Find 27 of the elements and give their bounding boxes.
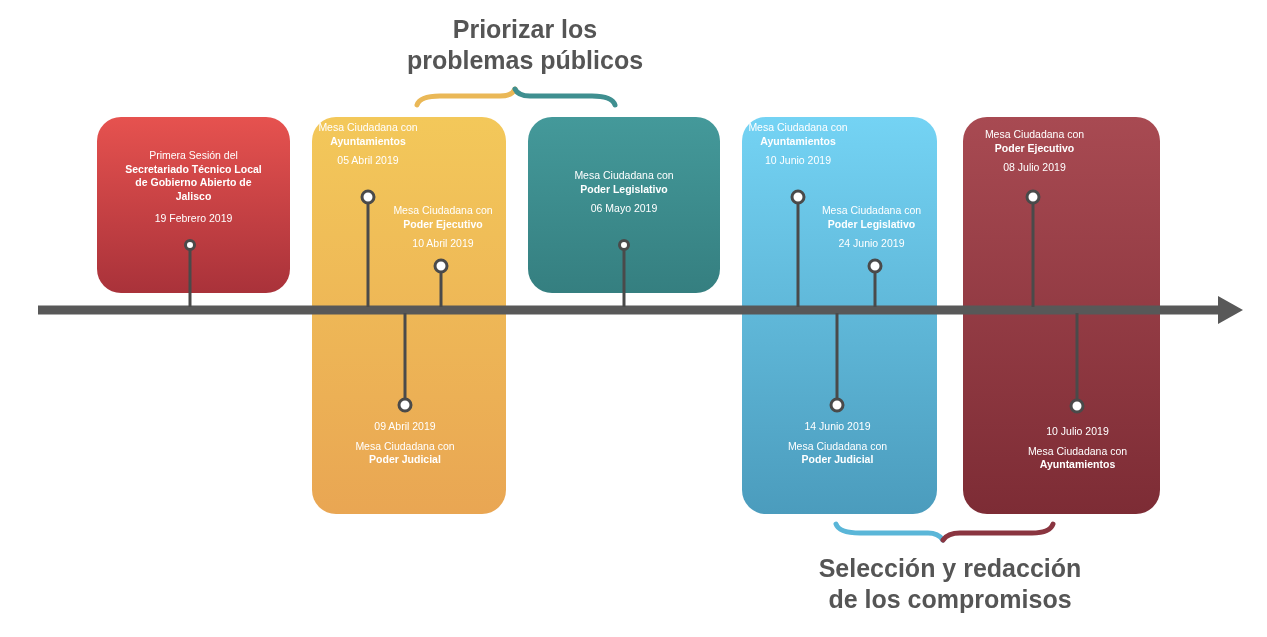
timeline-panel <box>528 117 720 293</box>
event-description: Mesa Ciudadana con Ayuntamientos <box>747 121 849 149</box>
section-heading: Selección y redacción de los compromisos <box>817 553 1083 616</box>
timeline-panel <box>963 117 1160 514</box>
event-description: Mesa Ciudadana con Ayuntamientos <box>317 121 419 149</box>
timeline-panel <box>742 117 937 514</box>
event-date: 24 Junio 2019 <box>837 237 906 251</box>
event-date: 05 Abril 2019 <box>336 154 400 168</box>
event-description: Mesa Ciudadana con Poder Legislativo <box>820 204 923 232</box>
event-date: 08 Julio 2019 <box>1002 161 1067 175</box>
event-description: Mesa Ciudadana con Poder Ejecutivo <box>392 204 494 232</box>
event-date: 14 Junio 2019 <box>803 420 872 434</box>
event-date: 09 Abril 2019 <box>373 420 437 434</box>
event-description: Mesa Ciudadana con Poder Judicial <box>786 439 889 467</box>
event-date: 10 Julio 2019 <box>1045 425 1110 439</box>
event-date: 06 Mayo 2019 <box>589 202 659 216</box>
event-date: 10 Junio 2019 <box>764 154 832 168</box>
event-date: 19 Febrero 2019 <box>153 211 234 226</box>
event-description: Mesa Ciudadana con Ayuntamientos <box>1026 444 1129 472</box>
event-date: 10 Abril 2019 <box>411 237 475 251</box>
event-description: Primera Sesión del Secretariado Técnico Local de Gobierno Abierto de Jalisco <box>124 149 263 204</box>
event-description: Mesa Ciudadana con Poder Legislativo <box>573 169 675 197</box>
timeline-panel <box>312 117 506 514</box>
timeline-panel <box>97 117 290 293</box>
event-description: Mesa Ciudadana con Poder Ejecutivo <box>983 128 1086 156</box>
section-heading: Priorizar los problemas públicos <box>405 14 645 77</box>
event-description: Mesa Ciudadana con Poder Judicial <box>354 439 456 467</box>
